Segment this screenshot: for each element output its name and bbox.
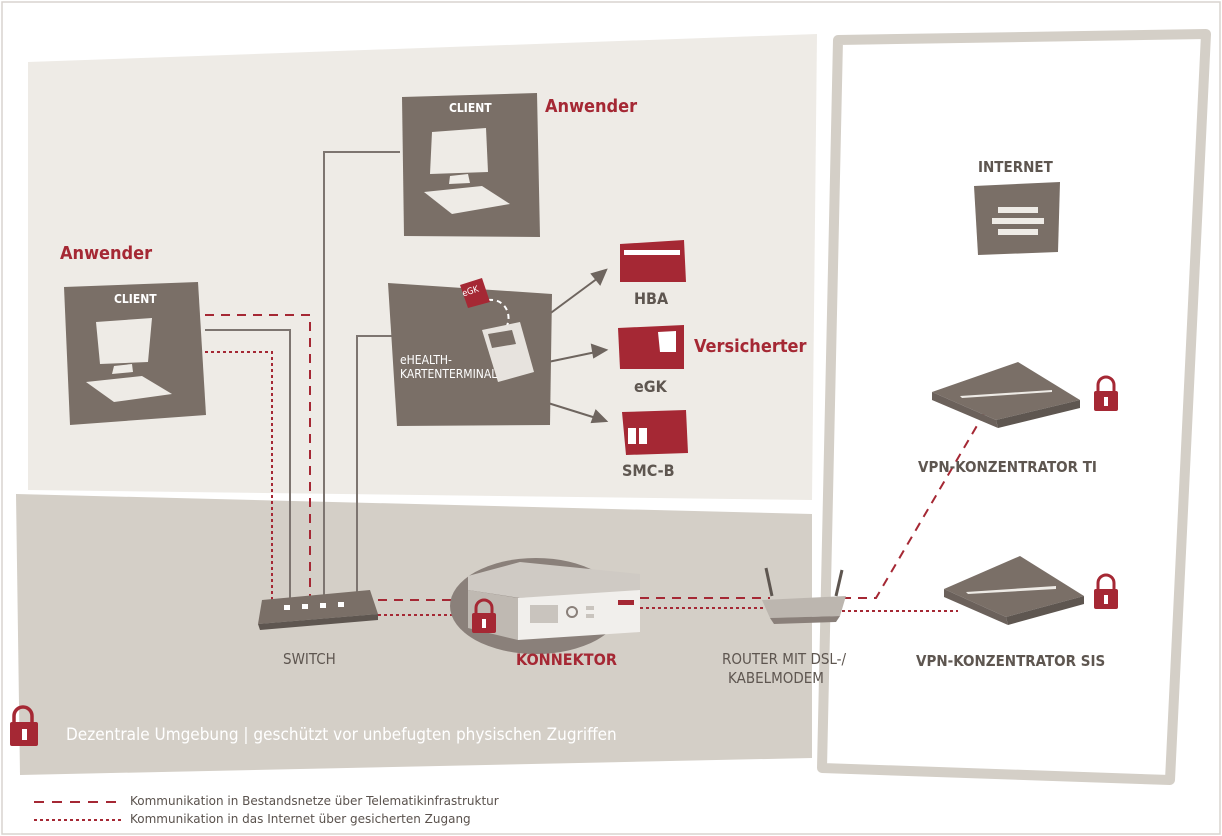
vpn-sis	[944, 556, 1084, 625]
legend-dotted-line	[34, 818, 124, 821]
client-left: CLIENT	[64, 282, 206, 425]
konnektor-label: KONNEKTOR	[516, 650, 617, 669]
router-device	[762, 567, 846, 624]
legend-row-dotted: Kommunikation in das Internet über gesic…	[34, 812, 471, 826]
lock-icon-konnektor	[472, 598, 496, 633]
ehealth-terminal: eGK eHEALTH- KARTENTERMINAL	[388, 278, 552, 426]
vpn-ti	[932, 362, 1080, 428]
lock-icon-vpn-sis	[1094, 573, 1118, 609]
legend-row-dashed: Kommunikation in Bestandsnetze über Tele…	[34, 794, 499, 808]
router-label-1: ROUTER MIT DSL-/	[722, 650, 847, 668]
anwender-left-label: Anwender	[60, 243, 152, 264]
hba-card	[620, 240, 686, 282]
terminal-label-1: eHEALTH-	[400, 353, 452, 367]
lock-icon-vpn-ti	[1094, 375, 1118, 411]
internet-label: INTERNET	[978, 158, 1054, 176]
cables	[205, 151, 400, 598]
anwender-top-label: Anwender	[545, 96, 637, 117]
router-label-2: KABELMODEM	[728, 669, 824, 687]
zone-caption: Dezentrale Umgebung | geschützt vor unbe…	[66, 725, 617, 745]
legend-dashed-line	[34, 800, 124, 803]
switch-label: SWITCH	[283, 650, 336, 668]
client-left-label: CLIENT	[114, 292, 157, 306]
egk-label: eGK	[634, 377, 668, 396]
switch-device	[258, 590, 378, 630]
hba-label: HBA	[634, 289, 669, 308]
client-top-label: CLIENT	[449, 101, 492, 115]
lock-icon-zone	[10, 705, 38, 746]
legend-dashed-text: Kommunikation in Bestandsnetze über Tele…	[130, 794, 499, 808]
vpn-sis-label: VPN-KONZENTRATOR SIS	[916, 652, 1105, 670]
terminal-label-2: KARTENTERMINAL	[400, 367, 497, 381]
ti-connections	[205, 314, 986, 601]
versicherter-label: Versicherter	[694, 336, 807, 357]
smcb-card	[622, 410, 688, 455]
vpn-ti-label: VPN-KONZENTRATOR TI	[918, 458, 1097, 476]
legend-dotted-text: Kommunikation in das Internet über gesic…	[130, 812, 471, 826]
practice-zone	[28, 34, 817, 500]
internet-server	[974, 182, 1060, 255]
card-arrows	[547, 268, 609, 424]
egk-card	[618, 325, 684, 369]
client-top: CLIENT	[402, 93, 540, 237]
smcb-label: SMC-B	[622, 461, 675, 480]
decentral-zone	[16, 494, 812, 775]
